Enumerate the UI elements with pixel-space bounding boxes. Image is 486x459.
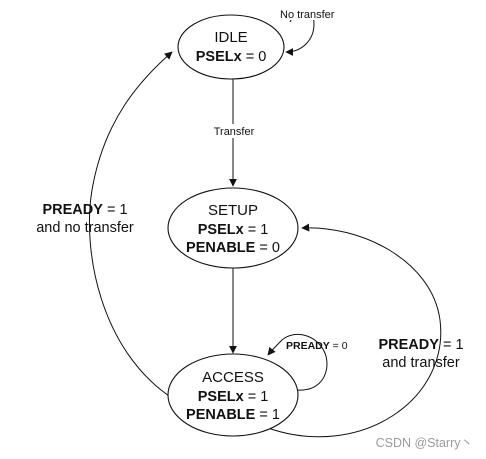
idle-self-label: No transfer xyxy=(280,9,335,21)
setup-psel-line: PSELx = 1 xyxy=(198,222,269,238)
access-to-setup-label-line2: and transfer xyxy=(382,355,460,371)
transfer-label: Transfer xyxy=(214,126,255,138)
transfer-label-bg xyxy=(210,124,258,138)
access-to-idle-label-line1: PREADY = 1 xyxy=(42,202,127,218)
access-penable-line: PENABLE = 1 xyxy=(186,407,280,423)
access-state-name: ACCESS xyxy=(202,369,264,386)
access-self-label: PREADY = 0 xyxy=(286,340,348,352)
idle-state-shape xyxy=(177,14,285,80)
access-to-setup-label-line1: PREADY = 1 xyxy=(378,337,463,353)
idle-psel-line: PSELx = 0 xyxy=(196,49,267,65)
idle-self-label-bg xyxy=(279,7,341,20)
access-state-shape xyxy=(167,353,299,437)
setup-penable-line: PENABLE = 0 xyxy=(186,240,280,256)
access-to-idle-label-line2: and no transfer xyxy=(36,220,134,236)
access-to-setup-arrow xyxy=(267,223,442,438)
access-self-loop-arrow xyxy=(267,333,328,391)
access-psel-line: PSELx = 1 xyxy=(198,389,269,405)
watermark-text: CSDN @Starry丶 xyxy=(376,436,473,450)
setup-state-name: SETUP xyxy=(208,202,258,219)
setup-state-shape xyxy=(167,187,299,269)
access-to-idle-arrow xyxy=(88,51,173,399)
idle-state-name: IDLE xyxy=(214,29,247,46)
